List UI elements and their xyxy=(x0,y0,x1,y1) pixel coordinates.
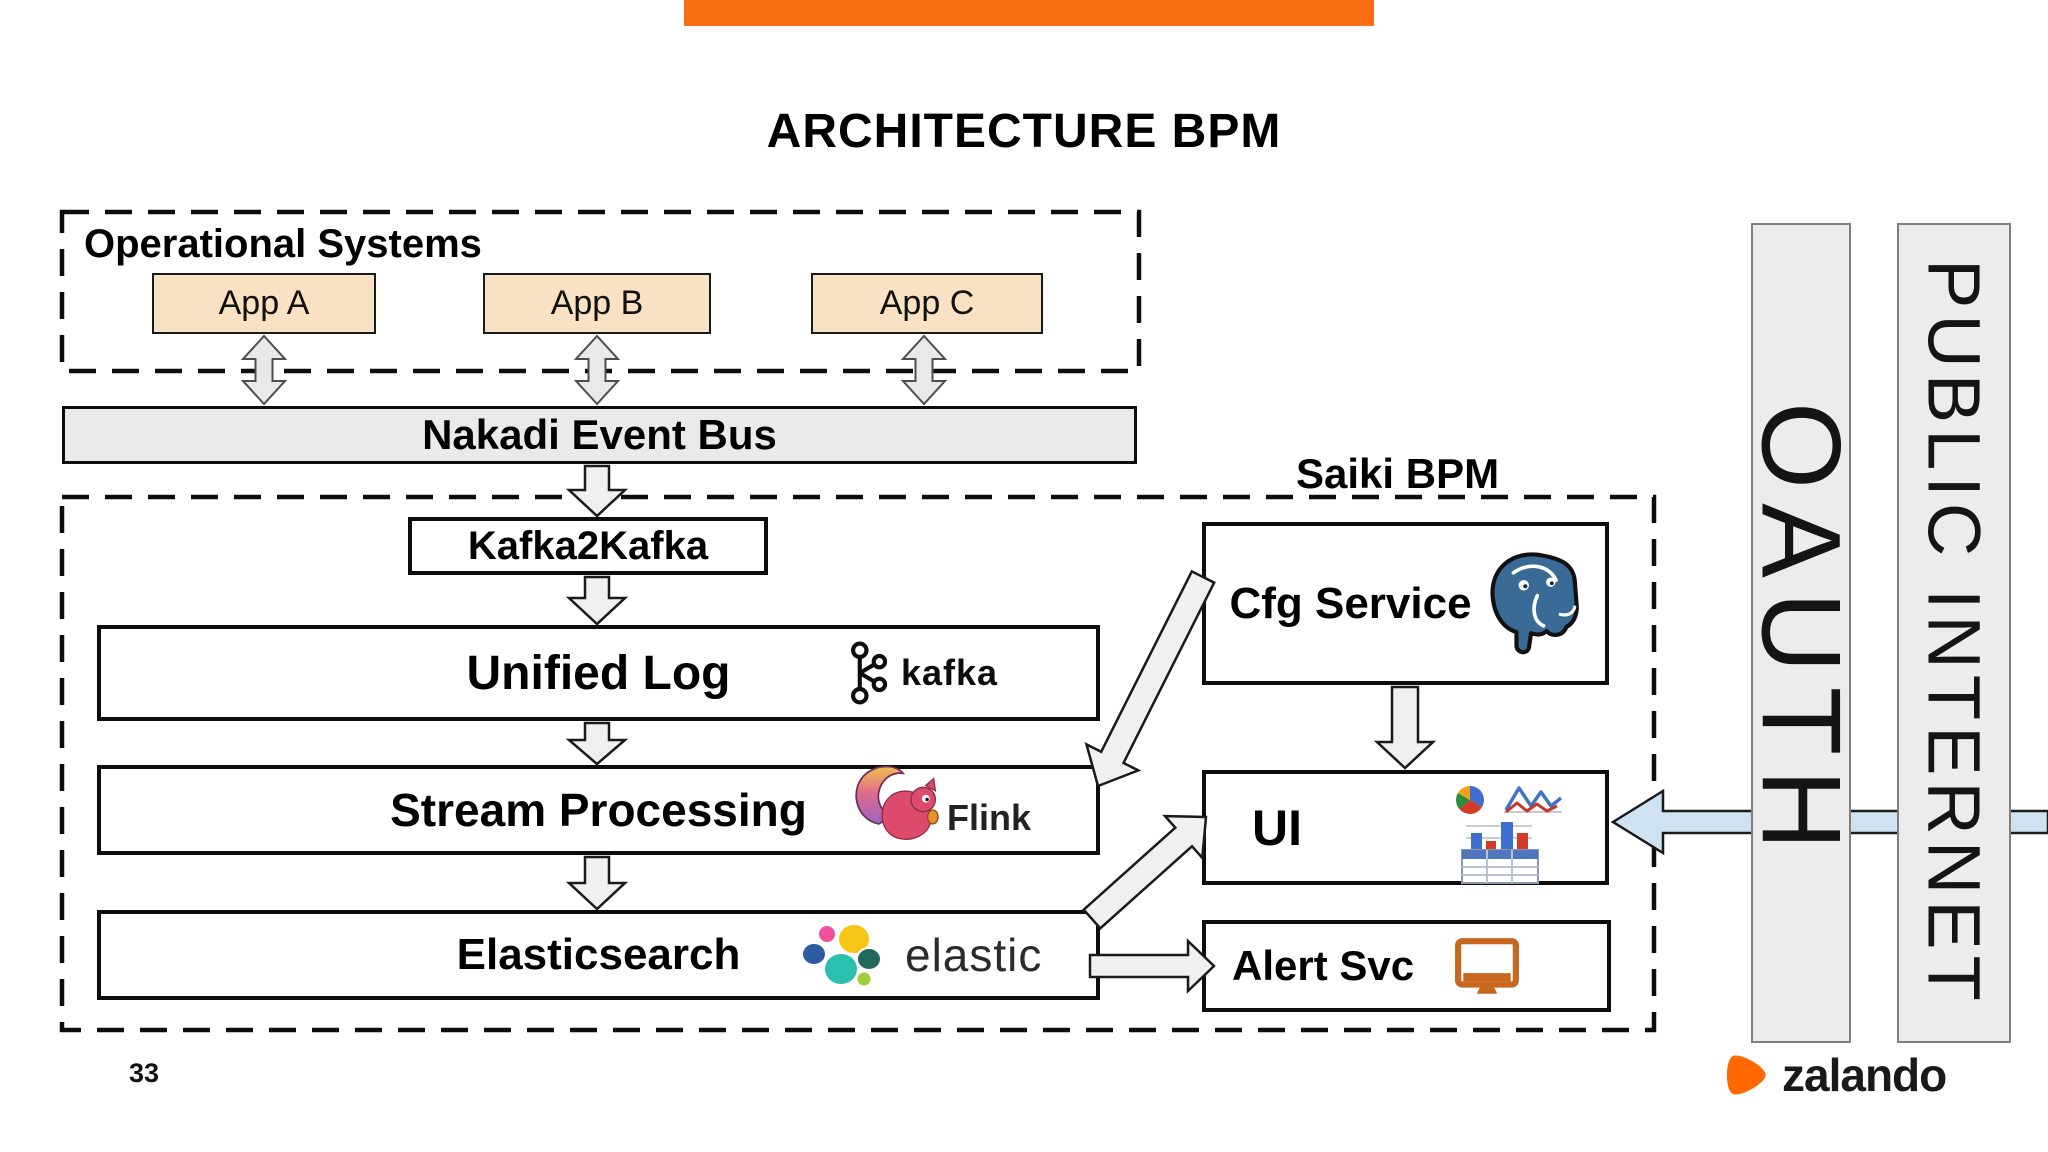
nakadi-event-bus-box: Nakadi Event Bus xyxy=(62,406,1137,464)
page-number: 33 xyxy=(129,1058,160,1088)
arrow-elasticsearch-alert-svc xyxy=(1088,938,1216,994)
operational-systems-label: Operational Systems xyxy=(84,222,482,266)
kafka-logo: kafka xyxy=(843,629,998,717)
elastic-cluster-icon xyxy=(801,923,882,988)
arrow-app-c-event-bus xyxy=(900,334,948,406)
slide-accent-bar xyxy=(684,0,1374,26)
public-internet-label: PUBLIC INTERNET xyxy=(1912,259,1996,1007)
postgresql-logo xyxy=(1490,551,1579,654)
unified-log-box: Unified Log kafka xyxy=(97,625,1100,721)
stream-processing-label: Stream Processing xyxy=(390,784,807,836)
arrow-app-b-event-bus xyxy=(573,334,621,406)
page-title: ARCHITECTURE BPM xyxy=(766,105,1282,158)
public-internet-rail: PUBLIC INTERNET xyxy=(1897,223,2011,1043)
pie-chart-icon xyxy=(1456,786,1484,814)
kafka2kafka-box: Kafka2Kafka xyxy=(408,517,768,575)
zalando-triangle-icon xyxy=(1726,1055,1766,1095)
kafka2kafka-label: Kafka2Kafka xyxy=(467,523,709,568)
arrow-event-bus-kafka2kafka xyxy=(565,464,629,518)
arrow-cfg-service-ui xyxy=(1373,685,1437,770)
cfg-service-box: Cfg Service xyxy=(1202,522,1609,685)
arrow-unified-log-stream-processing xyxy=(565,721,629,766)
oauth-rail: OAUTH xyxy=(1739,223,1864,1043)
app-c-label: App C xyxy=(879,284,975,322)
oauth-label: OAUTH xyxy=(1738,402,1864,864)
bar-chart-icon xyxy=(1466,822,1532,851)
app-a-box: App A xyxy=(152,273,376,334)
unified-log-label: Unified Log xyxy=(466,646,731,700)
line-chart-icon xyxy=(1504,786,1563,814)
stream-processing-box: Stream Processing Flink xyxy=(97,765,1100,855)
kafka-mark-icon xyxy=(851,641,888,705)
app-b-label: App B xyxy=(550,284,644,322)
nakadi-event-bus-label: Nakadi Event Bus xyxy=(422,411,777,458)
arrow-kafka2kafka-unified-log xyxy=(565,575,629,626)
elastic-logo: elastic xyxy=(801,914,1042,996)
elasticsearch-label: Elasticsearch xyxy=(456,930,741,979)
ui-dashboard-icons xyxy=(1446,780,1596,889)
app-b-box: App B xyxy=(483,273,711,334)
flink-logo: Flink xyxy=(849,765,1032,851)
monitor-icon xyxy=(1454,938,1520,1005)
kafka-logo-text: kafka xyxy=(901,652,999,693)
arrow-stream-processing-elasticsearch xyxy=(565,855,629,911)
ui-label: UI xyxy=(1252,799,1302,856)
table-icon xyxy=(1461,849,1539,884)
app-c-box: App C xyxy=(811,273,1043,334)
ui-box: UI xyxy=(1202,770,1609,885)
zalando-logo: zalando xyxy=(1722,1048,1947,1102)
zalando-wordmark: zalando xyxy=(1782,1049,1947,1101)
alert-svc-box: Alert Svc xyxy=(1202,920,1611,1012)
arrow-app-a-event-bus xyxy=(240,334,288,406)
arrow-cfg-service-stream-processing xyxy=(1084,569,1216,788)
app-a-label: App A xyxy=(218,284,310,322)
saiki-bpm-label: Saiki BPM xyxy=(1296,450,1500,497)
flink-logo-text: Flink xyxy=(947,797,1032,838)
elasticsearch-box: Elasticsearch elastic xyxy=(97,910,1100,1000)
cfg-service-label: Cfg Service xyxy=(1229,578,1472,628)
ui-icons-canvas xyxy=(1456,786,1563,884)
flink-squirrel-icon xyxy=(855,765,939,840)
alert-svc-label: Alert Svc xyxy=(1232,942,1415,989)
arrow-elasticsearch-ui xyxy=(1081,814,1208,931)
elastic-logo-text: elastic xyxy=(905,929,1043,981)
